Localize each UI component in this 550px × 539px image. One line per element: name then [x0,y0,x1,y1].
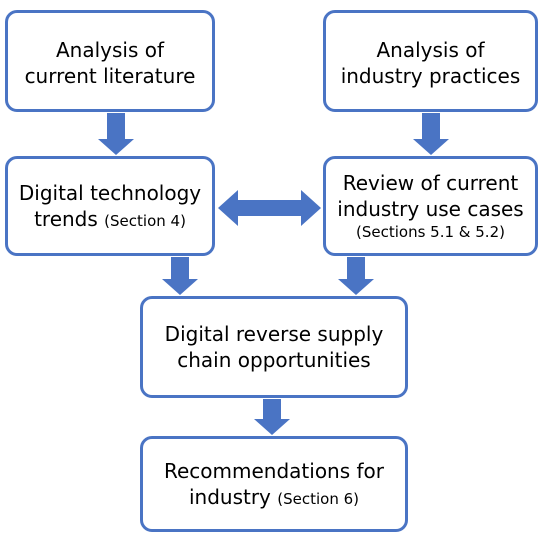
trends-line-1: Digital technology [18,181,202,205]
box-digital-technology-trends: Digital technology trends (Section 4) [5,156,215,256]
literature-line-1: Analysis of [55,38,165,62]
arrow-review-to-opportunities [338,257,374,295]
box-analysis-of-current-literature-text: Analysis of current literature [25,33,196,89]
literature-line-2: current literature [24,64,196,88]
opportunities-line-2: chain opportunities [177,348,371,372]
box-analysis-of-industry-practices: Analysis of industry practices [323,10,538,112]
industry-line-1: Analysis of [376,38,485,62]
arrow-industry-to-review [413,113,449,155]
opportunities-line-1: Digital reverse supply [164,322,384,346]
box-digital-technology-trends-text: Digital technology trends (Section 4) [15,180,205,232]
arrow-trends-review-bidirectional [218,190,321,226]
review-section-ref: (Sections 5.1 & 5.2) [356,222,505,241]
arrow-opportunities-to-recommendations [254,399,290,435]
review-line-1: Review of current [342,170,519,195]
arrow-literature-to-trends [98,113,134,155]
trends-section-ref: (Section 4) [104,212,186,230]
box-digital-reverse-supply-chain-opportunities: Digital reverse supply chain opportuniti… [140,296,408,398]
arrow-trends-to-opportunities [162,257,198,295]
box-analysis-of-industry-practices-text: Analysis of industry practices [341,33,521,89]
box-recommendations-text: Recommendations for industry (Section 6) [164,458,384,510]
recommendations-section-ref: (Section 6) [277,490,360,508]
review-line-2: industry use cases [337,196,524,221]
box-review-of-current-industry-use-cases: Review of current industry use cases (Se… [323,156,538,256]
trends-line-2: trends [34,207,98,231]
box-recommendations-for-industry: Recommendations for industry (Section 6) [140,436,408,532]
box-opportunities-text: Digital reverse supply chain opportuniti… [165,321,384,373]
box-review-text: Review of current industry use cases (Se… [337,170,523,243]
recommendations-line-2: industry [188,485,271,509]
industry-line-2: industry practices [340,64,521,88]
box-analysis-of-current-literature: Analysis of current literature [5,10,215,112]
recommendations-line-1: Recommendations for [163,459,385,483]
